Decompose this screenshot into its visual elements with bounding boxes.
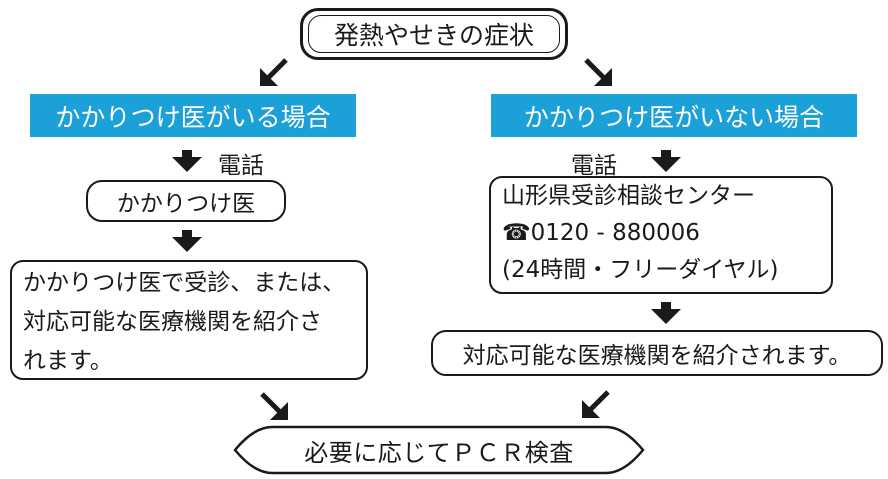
arrow-down-icon: [172, 150, 202, 172]
pcr-test-text: 必要に応じてＰＣＲ検査: [304, 438, 574, 467]
left-consultation-box: かかりつけ医で受診、または、 対応可能な医療機関を紹介さ れます。: [10, 260, 368, 380]
banner-no-doctor-text: かかりつけ医がいない場合: [523, 102, 825, 132]
arrow-down-icon: [172, 230, 202, 252]
oval-shape: [233, 425, 645, 475]
left-consultation-line-1: かかりつけ医で受診、または、: [23, 270, 346, 296]
family-doctor-text: かかりつけ医: [116, 191, 256, 217]
left-consultation-line-3: れます。: [23, 348, 113, 374]
banner-has-doctor: かかりつけ医がいる場合: [30, 94, 356, 137]
arrow-down-right-icon: [584, 58, 612, 86]
symptom-text: 発熱やせきの症状: [333, 21, 534, 50]
center-name: 山形県受診相談センター: [502, 183, 755, 209]
center-phone: ☎0120 - 880006: [502, 220, 700, 246]
banner-no-doctor: かかりつけ医がいない場合: [491, 94, 857, 137]
center-hours: (24時間・フリーダイヤル): [502, 257, 779, 283]
left-consultation-line-2: 対応可能な医療機関を紹介さ: [23, 309, 322, 335]
symptom-box: 発熱やせきの症状: [300, 8, 568, 60]
right-referral-box: 対応可能な医療機関を紹介されます。: [431, 330, 883, 376]
arrow-down-left-icon: [582, 390, 610, 418]
arrow-down-icon: [651, 302, 681, 324]
banner-has-doctor-text: かかりつけ医がいる場合: [55, 102, 331, 132]
left-phone-label: 電話: [218, 153, 264, 179]
pcr-test-box: 必要に応じてＰＣＲ検査: [232, 424, 646, 476]
arrow-down-icon: [651, 150, 681, 172]
family-doctor-box: かかりつけ医: [86, 180, 286, 222]
consultation-center-box: 山形県受診相談センター ☎0120 - 880006 (24時間・フリーダイヤル…: [489, 176, 833, 294]
arrow-down-right-icon: [260, 392, 288, 420]
right-phone-label: 電話: [571, 153, 617, 179]
right-referral-text: 対応可能な医療機関を紹介されます。: [462, 343, 852, 369]
arrow-down-left-icon: [260, 58, 288, 86]
